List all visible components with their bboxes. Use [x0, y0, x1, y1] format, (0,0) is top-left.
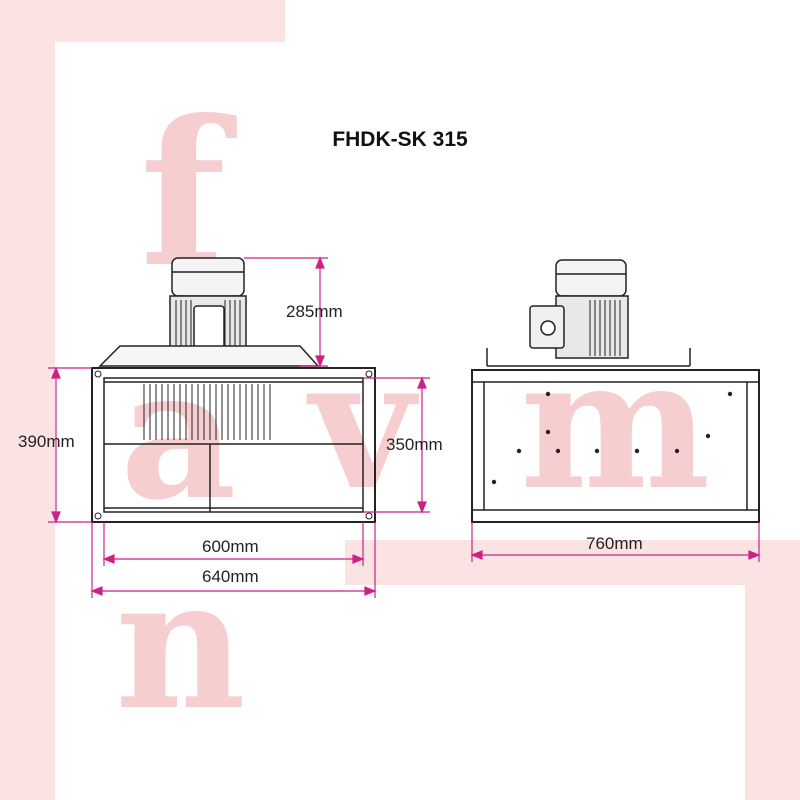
diagram-title: FHDK-SK 315 [332, 128, 468, 151]
side-motor-body [555, 295, 629, 359]
front-housing-outer [91, 367, 376, 523]
front-view [91, 257, 376, 523]
watermark-bar-mid [345, 540, 800, 585]
side-terminal-gland [540, 320, 556, 336]
side-flange-right [746, 381, 760, 511]
dim-label-motor-height: 285mm [286, 302, 343, 321]
side-view [471, 259, 760, 523]
front-housing-inner [103, 377, 364, 513]
dim-label-inner-height: 350mm [386, 435, 443, 454]
front-mount-hood [98, 345, 320, 367]
watermark-letter-a: a [120, 329, 237, 540]
dimension-lines [48, 256, 761, 598]
dim-label-outer-height: 390mm [18, 432, 75, 451]
watermark-bar-left [0, 0, 55, 800]
front-fan-wheel [143, 384, 271, 440]
dim-label-inner-width: 600mm [202, 537, 259, 556]
dim-label-outer-width: 640mm [202, 567, 259, 586]
side-flange-left [471, 381, 485, 511]
side-housing-outer [471, 369, 760, 523]
watermark-letter-m: m [520, 319, 711, 530]
side-rivets [491, 391, 733, 485]
side-motor-cap [555, 259, 627, 297]
watermark-letter-n: n [115, 539, 246, 750]
dim-label-length: 760mm [586, 534, 643, 553]
front-motor-cap [171, 257, 245, 297]
